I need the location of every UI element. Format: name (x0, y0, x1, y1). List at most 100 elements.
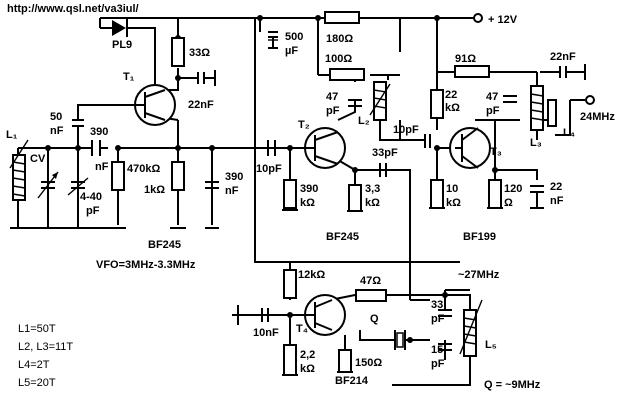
c10p-b-label: 10pF (393, 124, 419, 136)
diode-pl9-icon (112, 19, 140, 37)
resistor-2k2-icon (283, 344, 297, 376)
coil-spec-l4: L4=2T (18, 359, 50, 371)
r390k-label-b: kΩ (300, 197, 315, 209)
r390k-label-a: 390 (300, 183, 318, 195)
output-terminal (585, 95, 595, 105)
resistor-33-icon (171, 37, 185, 67)
capacitor-390nf-shunt-icon (205, 181, 219, 189)
source-url: http://www.qsl.net/va3iul/ (7, 3, 139, 15)
inductor-l2-icon (369, 81, 391, 121)
inductor-l4-icon (547, 99, 557, 127)
c22n3-label-a: 22 (550, 181, 562, 193)
resistor-22k-icon (430, 89, 444, 119)
r33-label: 33Ω (189, 47, 210, 59)
capacitor-33pf-osc-icon (438, 309, 452, 317)
inductor-l3-icon (530, 85, 544, 131)
inductor-l5-icon (459, 299, 483, 357)
r91-label: 91Ω (455, 53, 476, 65)
resistor-91-icon (454, 65, 490, 78)
r150-label: 150Ω (355, 357, 382, 369)
resistor-12k-icon (283, 269, 297, 299)
c500-label-a: 500 (285, 31, 303, 43)
r22k-label-b: kΩ (445, 102, 460, 114)
c22n3-label-b: nF (550, 195, 564, 207)
c15p-label-a: 15 (431, 344, 443, 356)
vfo-range-label: VFO=3MHz-3.3MHz (96, 259, 196, 271)
capacitor-50nf-icon (72, 119, 84, 148)
r3k3-label-b: kΩ (365, 197, 380, 209)
supply-terminal (473, 13, 483, 23)
r100-label: 100Ω (325, 53, 352, 65)
capacitor-47pf-t3-icon (503, 95, 517, 103)
transistor-t1-icon (130, 84, 176, 126)
ground-symbols (10, 47, 544, 386)
supply-label: + 12V (488, 14, 518, 26)
c390n-label-b: nF (95, 161, 109, 173)
t3-label: T₃ (490, 146, 502, 158)
capacitor-10pf-a-icon (267, 140, 276, 156)
r120-label-b: Ω (504, 197, 513, 209)
resistor-390k-icon (283, 179, 297, 209)
c33p2-label-a: 33 (431, 299, 443, 311)
c390n2-label-a: 390 (225, 171, 243, 183)
c440-label-a: 4-40 (80, 191, 102, 203)
vfo-transistor-type: BF245 (148, 239, 181, 251)
c50-label-b: nF (50, 125, 64, 137)
crystal-label: Q (370, 313, 379, 325)
inductor-l1-icon (9, 139, 29, 201)
trimmer-capacitor-icon (67, 177, 89, 196)
t4-type-label: BF214 (335, 375, 369, 387)
resistor-470k-icon (111, 161, 125, 191)
capacitor-15pf-icon (438, 343, 452, 351)
crystal-freq-label: Q = ~9MHz (484, 379, 541, 391)
osc-freq-label: ~27MHz (458, 269, 500, 281)
resistor-180-icon (324, 11, 360, 24)
transistor-t4-icon (304, 294, 346, 336)
c47p2-label-a: 47 (486, 91, 498, 103)
c15p-label-b: pF (431, 358, 445, 370)
r470k-label: 470kΩ (127, 163, 160, 175)
r2k2-label-a: 2,2 (300, 349, 315, 361)
l5-label: L₅ (485, 339, 497, 351)
r47-label: 47Ω (360, 275, 381, 287)
c47p2-label-b: pF (486, 105, 500, 117)
l4-label: L₄ (563, 127, 575, 139)
l2-label: L₂ (358, 115, 370, 127)
c33p-label: 33pF (372, 147, 398, 159)
transistor-t2-icon (300, 127, 346, 169)
r22k-label-a: 22 (445, 89, 457, 101)
c22n-b-label: 22nF (550, 51, 576, 63)
resistor-47-icon (355, 289, 387, 302)
output-freq-label: 24MHz (580, 111, 615, 123)
transistor-t3-icon (449, 127, 491, 169)
r10k-label-b: kΩ (446, 197, 461, 209)
resistor-1k-icon (171, 161, 185, 191)
t3-type-label: BF199 (463, 231, 496, 243)
r1k-label: 1kΩ (144, 184, 165, 196)
r120-label-a: 120 (504, 183, 522, 195)
r10k-label-a: 10 (446, 183, 458, 195)
c390n-label-a: 390 (90, 126, 108, 138)
resistor-3k3-icon (348, 184, 362, 212)
c22n-a-label: 22nF (188, 99, 214, 111)
coil-spec-l2-l3: L2, L3=11T (18, 341, 73, 353)
coil-spec-l5: L5=20T (18, 377, 56, 389)
l1-label: L₁ (6, 129, 18, 141)
c47p-label-b: pF (326, 105, 340, 117)
capacitor-500uf-icon (268, 31, 278, 48)
coil-spec-l1: L1=50T (18, 323, 56, 335)
coil-table: L1=50T L2, L3=11T L4=2T L5=20T (18, 323, 73, 389)
r2k2-label-b: kΩ (300, 363, 315, 375)
c33p2-label-b: pF (431, 313, 445, 325)
r12k-label: 12kΩ (298, 269, 325, 281)
cv-label: CV (30, 153, 46, 165)
capacitor-10pf-b-icon (424, 134, 431, 148)
resistor-150-icon (338, 349, 352, 373)
capacitor-22nf-t3-icon (540, 64, 586, 80)
l3-label: L₃ (530, 137, 542, 149)
resistor-100-icon (329, 68, 365, 81)
c500-label-b: µF (285, 45, 298, 57)
diode-label: PL9 (112, 39, 132, 51)
